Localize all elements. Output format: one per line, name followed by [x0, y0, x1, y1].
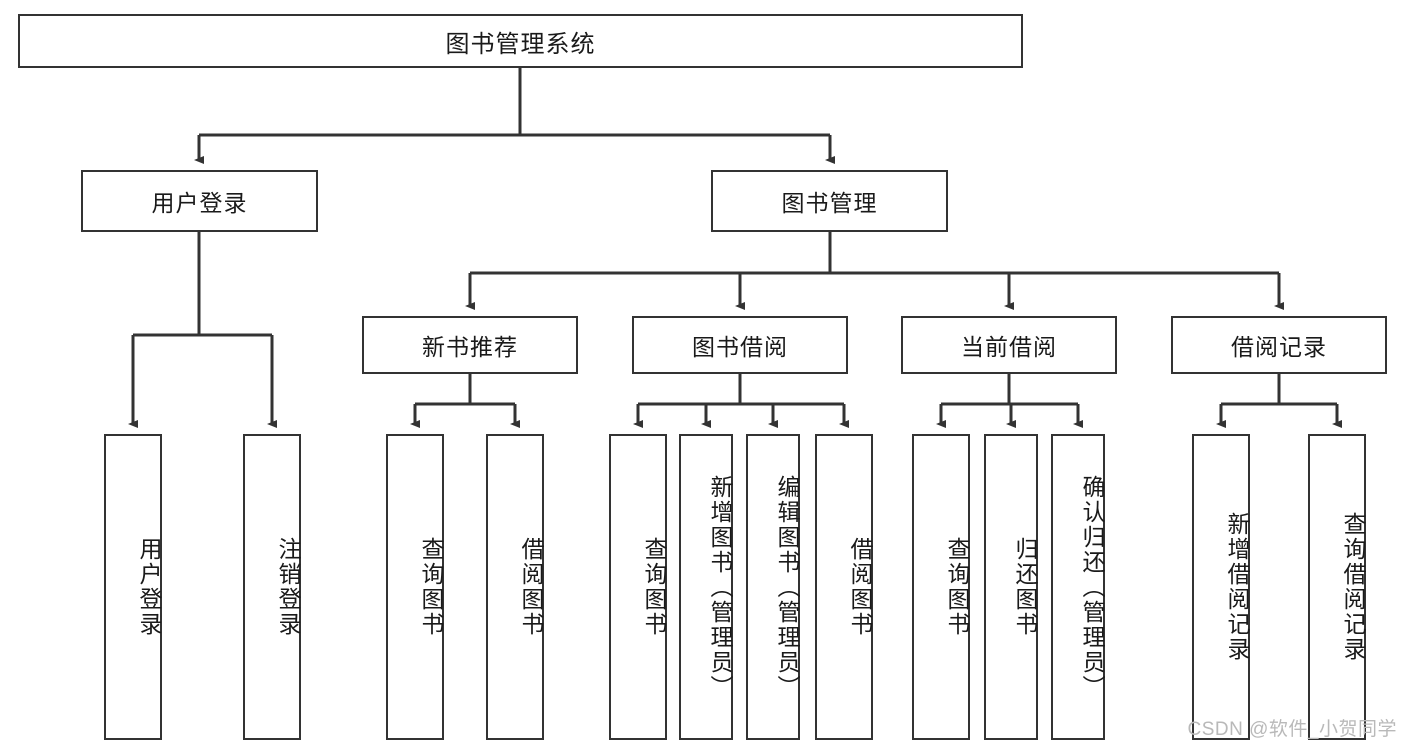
node-leaf-query-book-2[interactable]: 查询图书: [609, 434, 667, 740]
leaf-label: 查询图书: [641, 537, 667, 637]
node-new-book-recommend[interactable]: 新书推荐: [362, 316, 578, 374]
node-book-manage[interactable]: 图书管理: [711, 170, 948, 232]
node-leaf-confirm-return-admin[interactable]: 确认归还（管理员）: [1051, 434, 1105, 740]
leaf-label: 用户登录: [136, 537, 162, 637]
node-root-system[interactable]: 图书管理系统: [18, 14, 1023, 68]
leaf-label: 归还图书: [1012, 537, 1038, 637]
node-book-borrow[interactable]: 图书借阅: [632, 316, 848, 374]
node-leaf-return-book[interactable]: 归还图书: [984, 434, 1038, 740]
leaf-label: 新增借阅记录: [1224, 512, 1250, 662]
node-borrow-record[interactable]: 借阅记录: [1171, 316, 1387, 374]
node-leaf-edit-book-admin[interactable]: 编辑图书（管理员）: [746, 434, 800, 740]
leaf-label: 查询图书: [944, 537, 970, 637]
node-leaf-add-book-admin[interactable]: 新增图书（管理员）: [679, 434, 733, 740]
leaf-label: 借阅图书: [518, 537, 544, 637]
node-user-login[interactable]: 用户登录: [81, 170, 318, 232]
node-leaf-borrow-book-2[interactable]: 借阅图书: [815, 434, 873, 740]
node-leaf-user-logout[interactable]: 注销登录: [243, 434, 301, 740]
leaf-label: 编辑图书（管理员）: [774, 474, 800, 700]
leaf-label: 新增图书（管理员）: [707, 474, 733, 700]
node-leaf-user-login[interactable]: 用户登录: [104, 434, 162, 740]
node-current-borrow[interactable]: 当前借阅: [901, 316, 1117, 374]
leaf-label: 借阅图书: [847, 537, 873, 637]
node-leaf-query-book-3[interactable]: 查询图书: [912, 434, 970, 740]
leaf-label: 查询借阅记录: [1340, 512, 1366, 662]
node-leaf-query-borrow-record[interactable]: 查询借阅记录: [1308, 434, 1366, 740]
node-leaf-query-book-1[interactable]: 查询图书: [386, 434, 444, 740]
node-leaf-add-borrow-record[interactable]: 新增借阅记录: [1192, 434, 1250, 740]
leaf-label: 注销登录: [275, 537, 301, 637]
leaf-label: 确认归还（管理员）: [1079, 474, 1105, 700]
csdn-watermark: CSDN @软件_小贺同学: [1187, 719, 1397, 740]
node-leaf-borrow-book-1[interactable]: 借阅图书: [486, 434, 544, 740]
leaf-label: 查询图书: [418, 537, 444, 637]
